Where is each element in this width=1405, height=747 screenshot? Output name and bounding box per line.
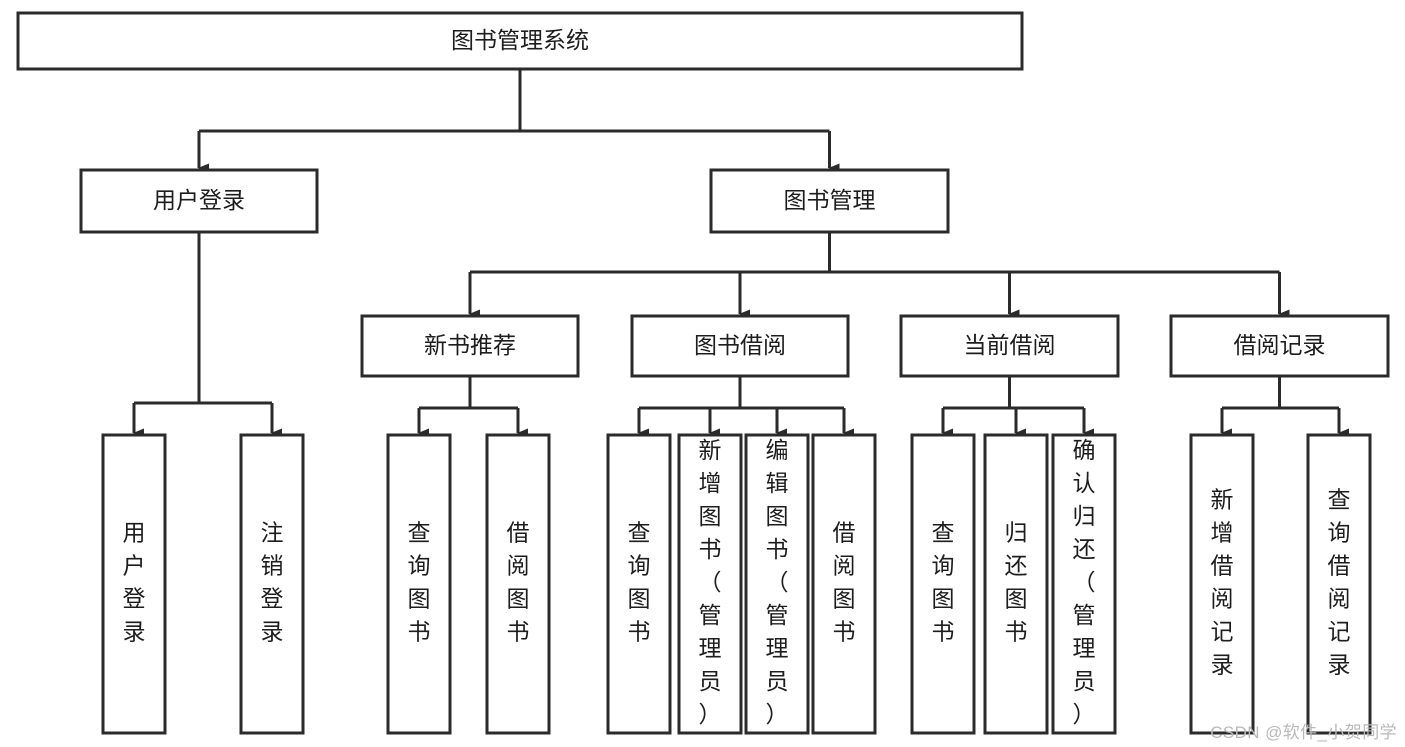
node-label-leaf-edit-book-admin: 编辑图书（管理员） [766,437,789,727]
node-box-leaf-add-borrow-record [1189,433,1255,735]
node-label-leaf-logout: 注销登录 [261,520,284,645]
node-label-book-manage: 图书管理 [784,187,876,213]
node-label-leaf-query-book-borrow: 查询图书 [628,520,651,645]
node-box-book-manage [709,168,950,234]
node-user-login[interactable]: 用户登录 [79,168,319,234]
node-root[interactable]: 图书管理系统 [16,11,1024,71]
node-leaf-query-borrow-record[interactable]: 查询借阅记录 [1306,433,1372,735]
node-label-root: 图书管理系统 [451,27,589,53]
edge-layer [132,69,1349,438]
node-box-leaf-query-book-borrow [606,433,672,735]
node-box-leaf-return-book [983,433,1049,735]
node-label-leaf-user-login: 用户登录 [123,520,146,645]
node-box-leaf-borrow-book [811,433,877,735]
node-book-borrow[interactable]: 图书借阅 [630,314,850,378]
node-label-leaf-query-borrow-record: 查询借阅记录 [1328,487,1351,678]
node-label-leaf-add-borrow-record: 新增借阅记录 [1211,487,1234,678]
node-box-leaf-logout [239,433,305,735]
node-box-leaf-query-borrow-record [1306,433,1372,735]
node-box-borrow-record [1169,314,1390,378]
node-box-leaf-user-login [101,433,167,735]
node-label-user-login: 用户登录 [153,187,245,213]
node-box-current-borrow [899,314,1120,378]
node-label-leaf-query-book-rec: 查询图书 [408,520,431,645]
node-leaf-edit-book-admin[interactable]: 编辑图书（管理员） [744,433,810,735]
node-box-leaf-borrow-book-rec [485,433,551,735]
node-leaf-query-book-rec[interactable]: 查询图书 [386,433,452,735]
watermark: CSDN @软件_小贺同学 [1210,723,1397,742]
node-label-leaf-add-book-admin: 新增图书（管理员） [699,437,722,727]
node-leaf-add-borrow-record[interactable]: 新增借阅记录 [1189,433,1255,735]
node-borrow-record[interactable]: 借阅记录 [1169,314,1390,378]
node-leaf-add-book-admin[interactable]: 新增图书（管理员） [677,433,743,735]
node-book-manage[interactable]: 图书管理 [709,168,950,234]
node-leaf-user-login[interactable]: 用户登录 [101,433,167,735]
node-leaf-borrow-book[interactable]: 借阅图书 [811,433,877,735]
node-label-leaf-borrow-book-rec: 借阅图书 [507,520,530,645]
node-box-new-book-recommend [360,314,580,378]
node-leaf-confirm-return-admin[interactable]: 确认归还（管理员） [1051,433,1117,735]
node-label-new-book-recommend: 新书推荐 [424,332,516,358]
node-box-root [16,11,1024,71]
node-leaf-query-book-current[interactable]: 查询图书 [910,433,976,735]
node-leaf-borrow-book-rec[interactable]: 借阅图书 [485,433,551,735]
node-box-user-login [79,168,319,234]
node-box-leaf-query-book-current [910,433,976,735]
node-leaf-return-book[interactable]: 归还图书 [983,433,1049,735]
node-box-leaf-add-book-admin [677,433,743,735]
node-label-leaf-return-book: 归还图书 [1005,520,1028,645]
node-new-book-recommend[interactable]: 新书推荐 [360,314,580,378]
node-label-current-borrow: 当前借阅 [964,332,1056,358]
node-label-leaf-confirm-return-admin: 确认归还（管理员） [1073,437,1096,727]
node-leaf-logout[interactable]: 注销登录 [239,433,305,735]
node-leaf-query-book-borrow[interactable]: 查询图书 [606,433,672,735]
node-box-leaf-edit-book-admin [744,433,810,735]
node-layer: 图书管理系统用户登录图书管理新书推荐图书借阅当前借阅借阅记录用户登录注销登录查询… [16,11,1390,735]
node-box-leaf-query-book-rec [386,433,452,735]
node-box-book-borrow [630,314,850,378]
node-label-leaf-borrow-book: 借阅图书 [833,520,856,645]
node-label-borrow-record: 借阅记录 [1234,332,1326,358]
node-label-leaf-query-book-current: 查询图书 [932,520,955,645]
node-box-leaf-confirm-return-admin [1051,433,1117,735]
node-current-borrow[interactable]: 当前借阅 [899,314,1120,378]
node-label-book-borrow: 图书借阅 [694,332,786,358]
